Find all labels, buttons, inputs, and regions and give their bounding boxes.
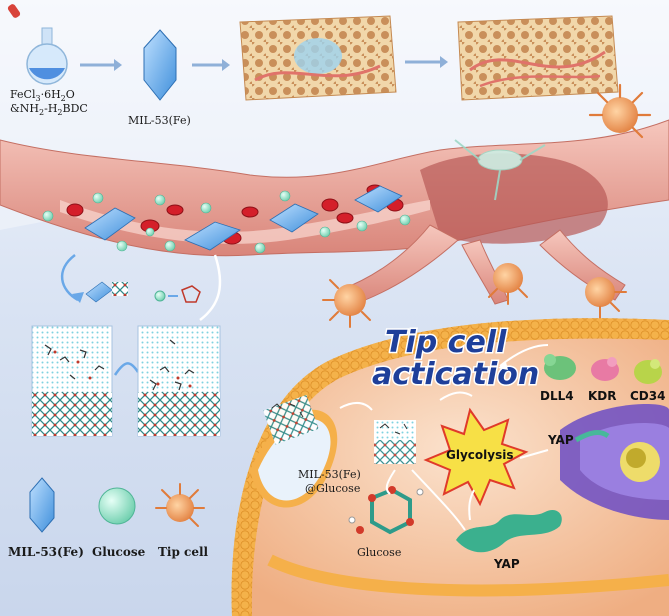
legend-mof-label: MIL-53(Fe)	[8, 545, 84, 559]
legend-tip-cell-label: Tip cell	[158, 545, 209, 559]
title: Tip cell actication	[371, 324, 541, 394]
arrow-head-icon	[114, 59, 122, 71]
tip-cell-icon	[488, 263, 528, 305]
glycolysis-label: Glycolysis	[446, 448, 513, 462]
panel-before	[31, 325, 113, 437]
legend-glucose-icon	[98, 487, 136, 525]
legend-glucose-label: Glucose	[92, 545, 146, 559]
arrow-head-icon	[222, 59, 230, 71]
title-line1: Tip cell	[385, 325, 507, 360]
mof-particles	[84, 185, 403, 251]
dll4-label: DLL4	[540, 389, 574, 403]
arrow-head-icon	[440, 56, 448, 68]
complex-label-line2: @Glucose	[305, 482, 360, 495]
stalk-cell-icon	[454, 139, 546, 201]
scaffold-with-mof	[239, 15, 397, 101]
glucose-molecule-label: Glucose	[357, 546, 401, 559]
glycolysis-star: Glycolysis	[423, 407, 529, 507]
legend: MIL-53(Fe) Glucose Tip cell	[8, 477, 209, 559]
legend-mof-icon	[29, 477, 55, 533]
yap-bottom-label: YAP	[493, 557, 520, 571]
yap-protein-icon	[574, 430, 610, 443]
glucose-molecule	[348, 486, 424, 535]
mof-label: MIL-53(Fe)	[128, 114, 191, 127]
svg-text:&NH2-H2BDC: &NH2-H2BDC	[10, 102, 88, 117]
cell-arrows	[385, 391, 475, 531]
mof-glucose-complex	[263, 394, 416, 464]
cd34-label: CD34	[630, 389, 665, 403]
glucose-small-icon	[154, 290, 166, 302]
svg-text:FeCl3·6H2O: FeCl3·6H2O	[10, 88, 75, 103]
complex-label-line1: MIL-53(Fe)	[298, 468, 361, 481]
simulation-panels	[31, 254, 222, 437]
reagents-label: FeCl3·6H2O &NH2-H2BDC	[10, 88, 88, 117]
yap-right-label: YAP	[547, 433, 574, 447]
kdr-label: KDR	[588, 389, 617, 403]
mof-crystal-icon	[143, 29, 177, 101]
tip-cell-icon	[585, 277, 627, 319]
cd34-protein-icon	[634, 359, 662, 384]
tip-cell-icon	[588, 83, 652, 139]
tip-cell-icon	[322, 279, 371, 328]
kdr-protein-icon	[591, 357, 619, 381]
panel-after	[137, 325, 221, 437]
scaffold-vascularized	[457, 15, 619, 101]
marker-proteins: DLL4 KDR CD34	[540, 354, 665, 403]
dll4-protein-icon	[544, 354, 576, 380]
title-line2: actication	[372, 357, 539, 392]
legend-tip-cell-icon	[155, 483, 205, 527]
tip-cells	[322, 83, 652, 328]
yap-protein-icon	[456, 509, 562, 553]
flask-icon	[7, 4, 68, 85]
glucose-molecule-icon	[181, 285, 201, 303]
synthesis-row: FeCl3·6H2O &NH2-H2BDC MIL-53(Fe)	[7, 4, 619, 127]
glucose-particles	[42, 190, 411, 254]
mof-structure-icon	[112, 282, 128, 296]
